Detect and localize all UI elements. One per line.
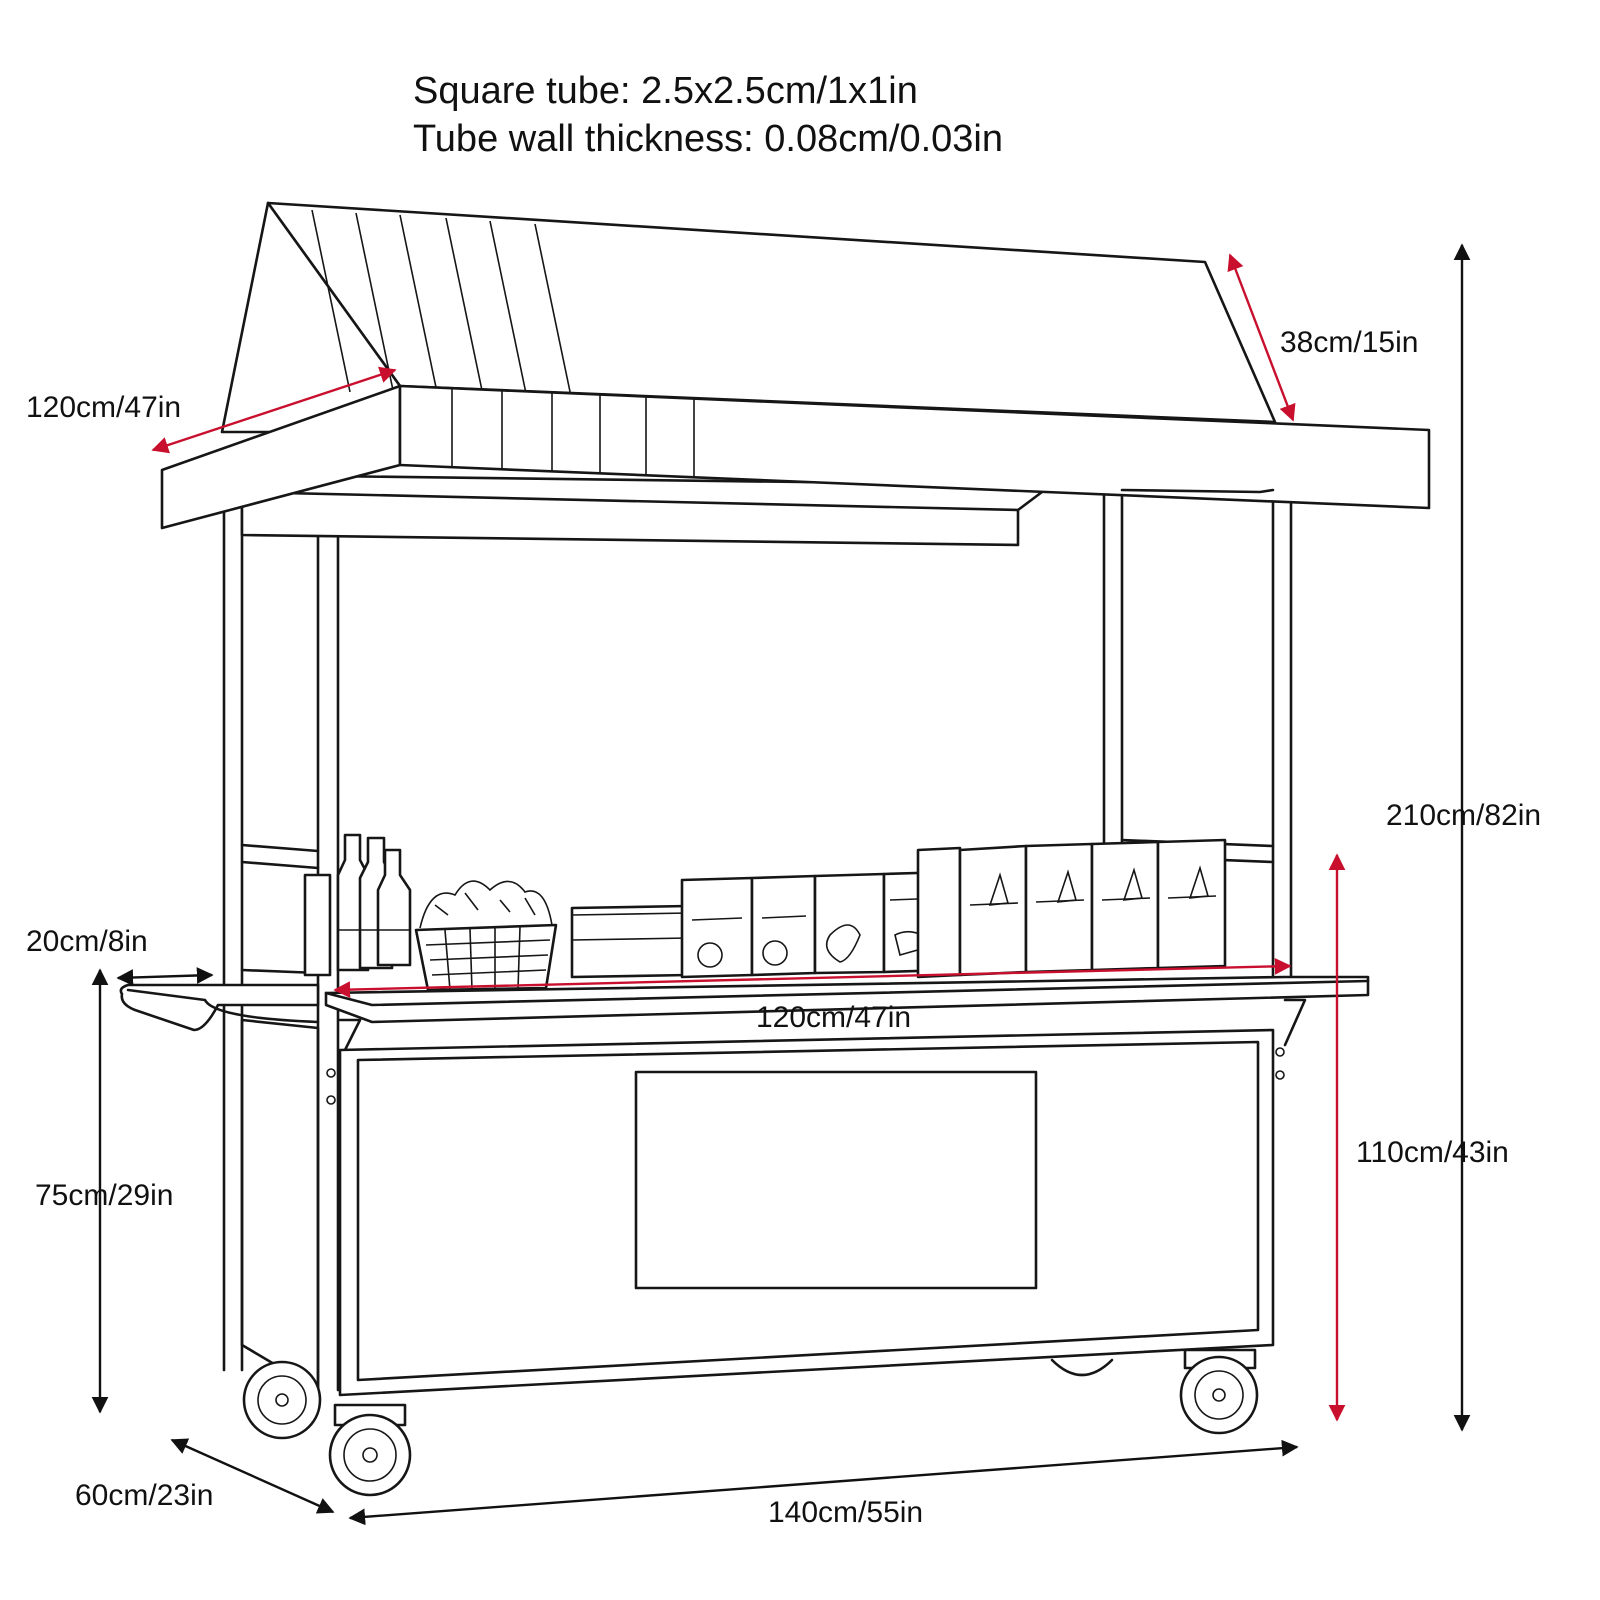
- label-cart-width: 140cm/55in: [768, 1496, 923, 1529]
- cabinet-panel: [634, 1070, 1038, 1290]
- bottle-group: [303, 833, 412, 977]
- canopy: [160, 201, 1431, 547]
- arrow-canopy-depth: [151, 366, 397, 454]
- label-cart-depth: 60cm/23in: [75, 1479, 213, 1512]
- arrow-cart-width: [348, 1439, 1299, 1526]
- spec-tube-size: Square tube: 2.5x2.5cm/1x1in: [413, 70, 918, 112]
- cereal-boxes: [680, 870, 952, 979]
- left-side-rail: [240, 843, 320, 870]
- canopy-front-board: [398, 384, 1431, 510]
- arrow-side-shelf: [116, 967, 214, 986]
- bolt: [326, 1095, 336, 1105]
- rear-right-post: [1271, 488, 1293, 987]
- bolt: [326, 1068, 336, 1078]
- canopy-stripes: [311, 209, 574, 407]
- cabinet-side: [240, 1018, 320, 1392]
- dimension-arrows: [91, 243, 1471, 1526]
- snack-bags: [916, 838, 1227, 979]
- label-cabinet-height: 75cm/29in: [35, 1179, 173, 1212]
- wheel-rear-left: [242, 1360, 322, 1440]
- counter-brackets: [338, 998, 1307, 1062]
- arrow-cart-depth: [170, 1438, 335, 1514]
- label-total-height: 210cm/82in: [1386, 799, 1541, 832]
- front-right-post: [1102, 488, 1124, 862]
- label-counter-height: 110cm/43in: [1356, 1136, 1509, 1169]
- label-counter-width: 120cm/47in: [756, 1001, 911, 1034]
- rear-wheel-stub: [1050, 1358, 1114, 1377]
- rear-left-post: [222, 498, 244, 1372]
- stacked-box: [570, 904, 690, 979]
- label-side-shelf: 20cm/8in: [26, 925, 148, 958]
- front-board-stripes: [451, 388, 695, 477]
- dimension-labels: 120cm/47in 38cm/15in 210cm/82in 20cm/8in…: [26, 326, 1541, 1529]
- cabinet-front: [338, 1028, 1275, 1397]
- wheel-front-left: [328, 1403, 412, 1497]
- products: [303, 833, 1227, 992]
- bolt: [1275, 1047, 1285, 1057]
- spec-wall-thickness: Tube wall thickness: 0.08cm/0.03in: [413, 118, 1004, 160]
- arrow-counter-width: [333, 957, 1292, 999]
- cabinet: [240, 1018, 1285, 1397]
- label-canopy-slope: 38cm/15in: [1280, 326, 1418, 359]
- arrow-canopy-slope: [1227, 253, 1296, 422]
- basket: [414, 880, 558, 992]
- label-canopy-depth: 120cm/47in: [26, 391, 181, 424]
- bolt: [1275, 1070, 1285, 1080]
- wheel-front-right: [1179, 1348, 1259, 1435]
